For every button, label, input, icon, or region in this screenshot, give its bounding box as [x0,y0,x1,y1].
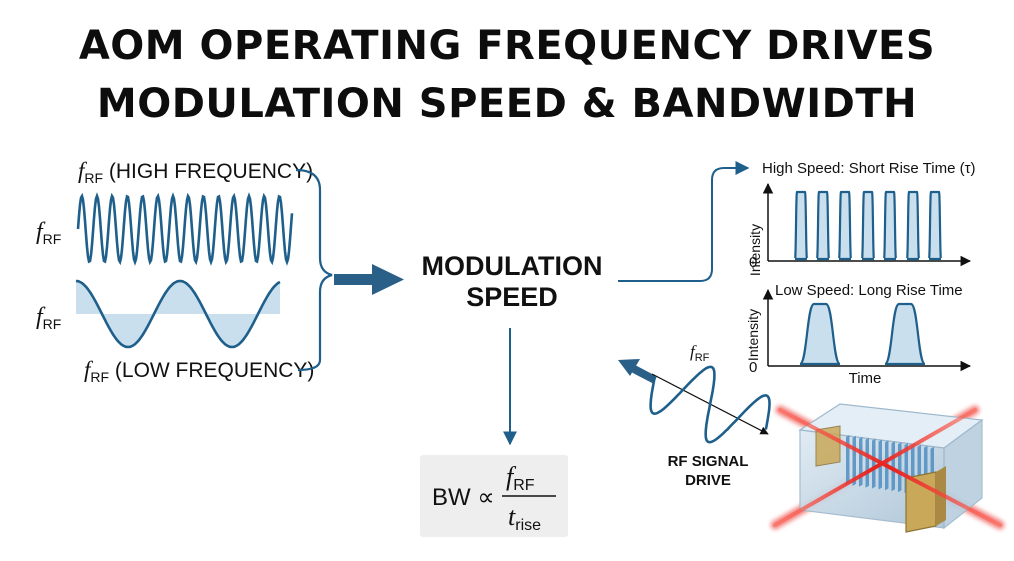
aom-crystal-illustration [770,403,1005,533]
connector-to-high-speed [618,161,750,282]
high-speed-pulse [905,190,921,261]
low-freq-label: fRF (LOW FREQUENCY) [84,357,314,385]
high-speed-pulses [793,190,943,261]
high-speed-zero: 0 [749,254,757,271]
low-frequency-wave [75,279,281,349]
low-speed-plot-title: Low Speed: Long Rise Time [775,282,963,299]
high-speed-plot-title: High Speed: Short Rise Time (τ) [762,160,976,177]
low-speed-xlabel: Time [849,370,882,387]
modulation-speed-line-2: SPEED [466,282,558,312]
acoustic-wavefront [872,438,876,489]
axis-label-high: fRF [36,219,61,247]
low-speed-zero: 0 [749,359,757,376]
acoustic-wavefront [898,442,902,493]
high-freq-label: fRF (HIGH FREQUENCY) [78,158,313,186]
high-speed-pulse [793,190,809,261]
rf-drive-wave [649,365,771,444]
high-speed-pulse [882,190,898,261]
low-speed-pulse [798,302,842,366]
rf-drive-label-line-2: DRIVE [685,472,731,489]
acoustic-wavefront [846,435,850,485]
rf-drive-label-line-1: RF SIGNAL [668,453,749,470]
formula-numerator: fRF [506,462,535,494]
high-speed-pulse [815,190,831,261]
high-speed-pulse [927,190,943,261]
high-speed-ylabel: Intensity [747,224,763,276]
acoustic-wavefront [865,437,869,488]
acoustic-wavefront [891,441,895,492]
modulation-speed-line-1: MODULATION [422,251,603,281]
low-frequency-wave-fill [76,281,280,347]
high-frequency-wave [76,192,294,266]
high-speed-pulse [860,190,876,261]
input-bracket [295,168,333,372]
bandwidth-formula: BW ∝ fRF trise [432,462,556,534]
acoustic-wavefront [859,436,863,487]
axis-label-low: fRF [36,304,61,332]
low-speed-pulse [883,302,927,366]
formula-lhs: BW ∝ [432,484,494,511]
rf-drive-freq-label: fRF [690,342,710,364]
rf-drive-arrow [618,359,657,384]
low-speed-pulses [798,302,927,366]
title-line-1: AOM OPERATING FREQUENCY DRIVES [78,23,936,69]
low-speed-ylabel: Intensity [745,309,761,361]
main-arrow [334,264,404,295]
title-line-2: MODULATION SPEED & BANDWIDTH [96,81,918,127]
high-speed-pulse [837,190,853,261]
formula-denominator: trise [508,502,541,534]
